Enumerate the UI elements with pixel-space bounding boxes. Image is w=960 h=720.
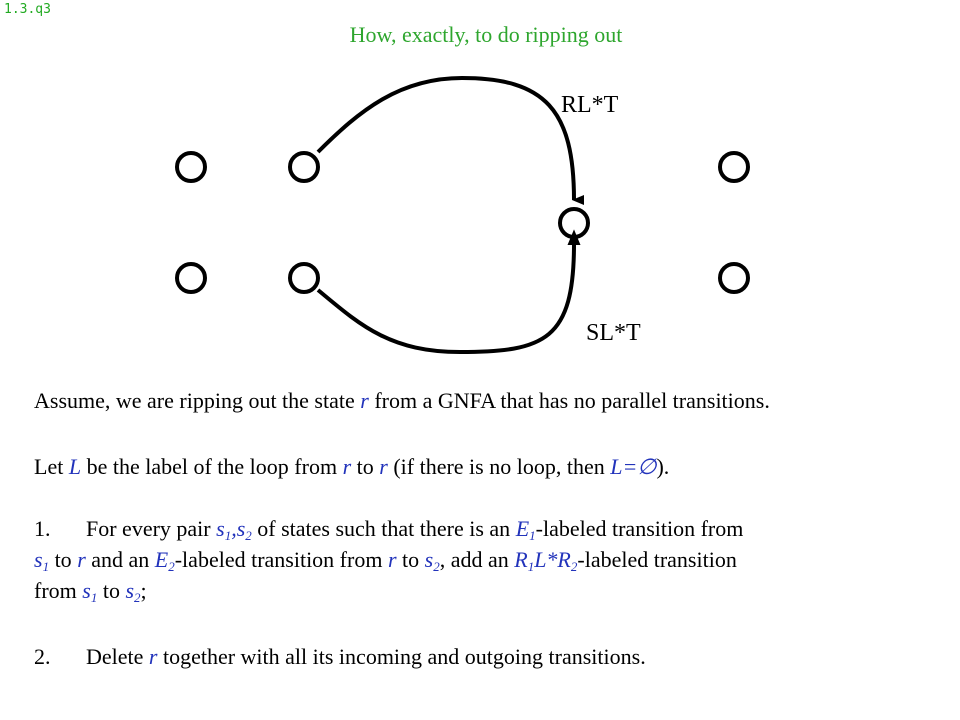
arrowhead-bottom bbox=[567, 229, 581, 245]
gnfa-diagram bbox=[175, 75, 750, 355]
transition-arrow-top bbox=[316, 75, 585, 205]
state-node bbox=[288, 151, 320, 183]
slide-title: How, exactly, to do ripping out bbox=[349, 22, 623, 47]
transition-arrow-bottom bbox=[316, 243, 576, 355]
step-1: 1.For every pair s1,s2 of states such th… bbox=[34, 516, 744, 605]
step-2: 2.Delete r together with all its incomin… bbox=[34, 644, 646, 669]
state-node bbox=[718, 262, 750, 294]
paragraph-assume: Assume, we are ripping out the state r f… bbox=[34, 388, 770, 413]
state-node bbox=[288, 262, 320, 294]
edge-label-bottom: SL*T bbox=[586, 320, 641, 346]
edge-label-top: RL*T bbox=[561, 92, 619, 118]
state-node bbox=[175, 151, 207, 183]
state-node bbox=[175, 262, 207, 294]
slide-id: 1.3.q3 bbox=[4, 2, 51, 17]
paragraph-let-l: Let L be the label of the loop from r to… bbox=[34, 454, 670, 479]
state-node bbox=[718, 151, 750, 183]
